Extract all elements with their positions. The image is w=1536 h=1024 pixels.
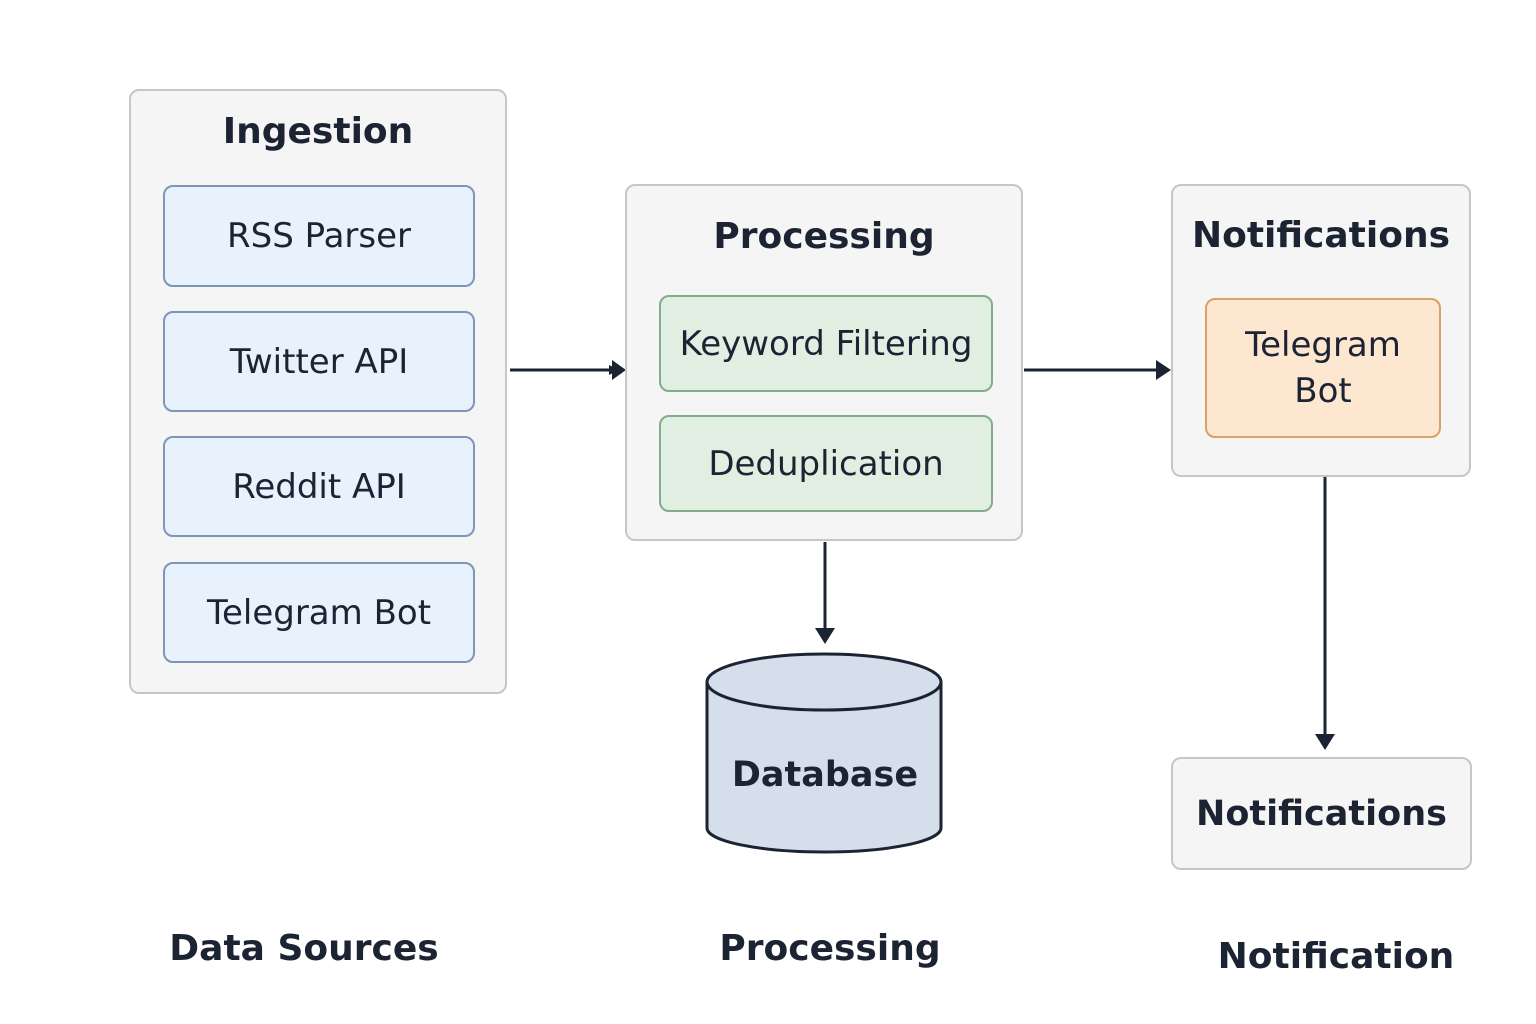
ingestion-title: Ingestion (222, 111, 414, 152)
arrowhead-database (815, 628, 835, 644)
arrowhead-processing (612, 360, 626, 380)
telegram-bot-line2: Bot (1294, 371, 1352, 411)
data-sources-label: Data Sources (169, 928, 439, 969)
ingestion-group: Ingestion RSS Parser Twitter API Reddit … (129, 89, 507, 694)
rss-parser-node[interactable]: RSS Parser (163, 185, 475, 287)
telegram-bot-notify-node[interactable]: Telegram Bot (1205, 298, 1441, 438)
database-label: Database (731, 755, 919, 795)
notifications-group: Notifications Telegram Bot (1171, 184, 1471, 477)
deduplication-node[interactable]: Deduplication (659, 415, 993, 512)
reddit-api-node[interactable]: Reddit API (163, 436, 475, 537)
telegram-bot-line1: Telegram (1245, 325, 1401, 365)
keyword-filtering-node[interactable]: Keyword Filtering (659, 295, 993, 392)
database-cylinder (705, 652, 943, 854)
notification-column-label: Notification (1217, 936, 1455, 977)
arrowhead-notifications (1156, 360, 1171, 380)
arrowhead-notifications-output (1315, 734, 1335, 750)
processing-column-label: Processing (719, 928, 941, 969)
processing-group: Processing Keyword Filtering Deduplicati… (625, 184, 1023, 541)
twitter-api-node[interactable]: Twitter API (163, 311, 475, 412)
processing-title: Processing (713, 216, 935, 257)
notifications-title: Notifications (1191, 215, 1451, 256)
notifications-output-box[interactable]: Notifications (1171, 757, 1472, 870)
telegram-bot-source-node[interactable]: Telegram Bot (163, 562, 475, 663)
